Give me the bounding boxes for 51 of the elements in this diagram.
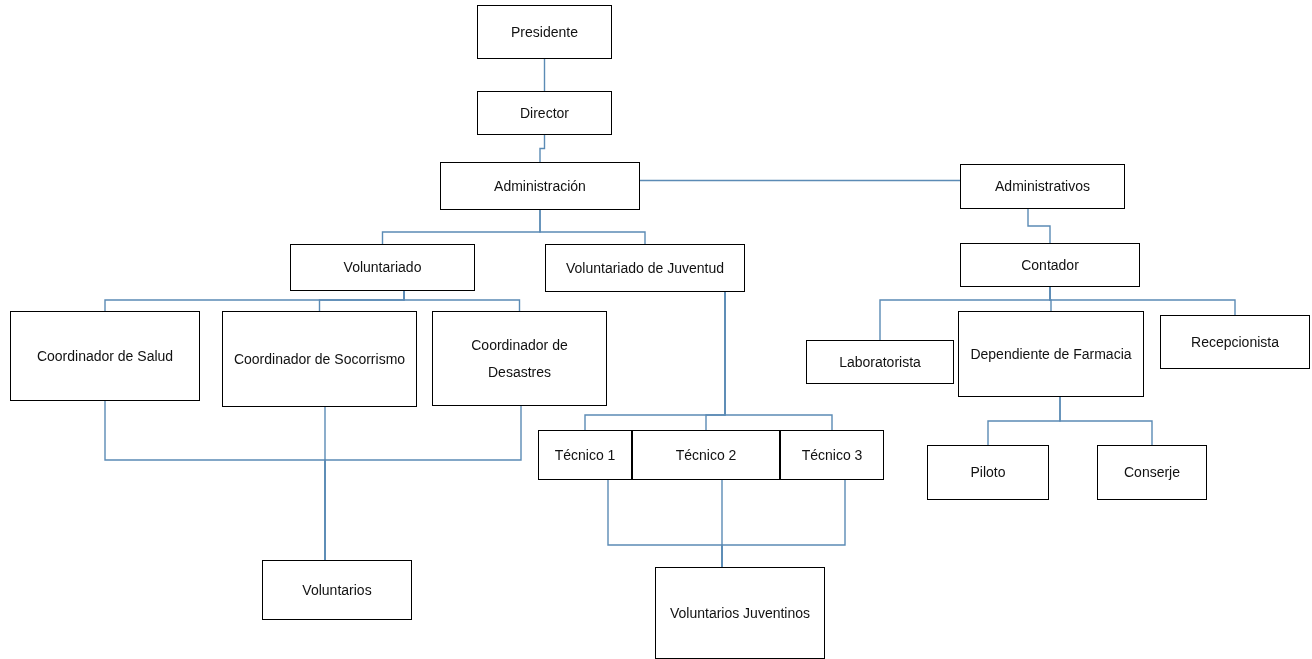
- role-label: Técnico 3: [801, 445, 863, 465]
- role-label: Coordinador de Socorrismo: [233, 349, 406, 369]
- org-box: [545, 244, 745, 292]
- connector-line: [1059, 396, 1153, 446]
- role-label: Conserje: [1124, 463, 1180, 483]
- role-label: Dependiente de Farmacia: [970, 344, 1132, 364]
- role-label: Presidente: [511, 22, 578, 42]
- role-label: Voluntarios Juventinos: [669, 603, 811, 623]
- org-box: [432, 311, 607, 406]
- connector-line: [539, 209, 646, 245]
- org-box: [1160, 315, 1310, 369]
- org-box: [440, 162, 640, 210]
- role-label: Director: [520, 103, 569, 123]
- org-box: [222, 311, 417, 407]
- role-label: Recepcionista: [1191, 332, 1279, 352]
- role-label: Coordinador de Desastres: [470, 335, 569, 382]
- role-label: Administrativos: [995, 177, 1090, 197]
- connector-line: [543, 58, 546, 92]
- org-box: [10, 311, 200, 401]
- role-label: Voluntariado de Juventud: [566, 258, 724, 278]
- org-box: [290, 244, 475, 291]
- org-box: [632, 430, 780, 480]
- connector-line: [324, 405, 522, 561]
- org-box: [780, 430, 884, 480]
- org-box: [960, 243, 1140, 287]
- org-box: [477, 91, 612, 135]
- role-label: Contador: [1021, 255, 1079, 275]
- role-label: Coordinador de Salud: [36, 346, 174, 366]
- role-label: Laboratorista: [839, 352, 921, 372]
- role-label: Voluntarios: [302, 580, 372, 600]
- org-box: [477, 5, 612, 59]
- role-label: Voluntariado: [343, 258, 422, 278]
- connector-line: [403, 290, 521, 312]
- role-label: Administración: [494, 176, 586, 196]
- connector-line: [721, 479, 846, 568]
- connector-line: [724, 291, 833, 431]
- org-box: [655, 567, 825, 659]
- connector-line: [539, 134, 546, 163]
- connector-line: [639, 179, 961, 182]
- org-box: [960, 164, 1125, 209]
- org-box: [262, 560, 412, 620]
- role-label: Piloto: [970, 463, 1006, 483]
- connector-line: [1049, 286, 1236, 316]
- org-box: [927, 445, 1049, 500]
- role-label: Técnico 1: [554, 445, 616, 465]
- org-box: [806, 340, 954, 384]
- connector-line: [1027, 208, 1051, 244]
- org-box: [1097, 445, 1207, 500]
- role-label: Técnico 2: [675, 445, 737, 465]
- org-box: [958, 311, 1144, 397]
- org-box: [538, 430, 632, 480]
